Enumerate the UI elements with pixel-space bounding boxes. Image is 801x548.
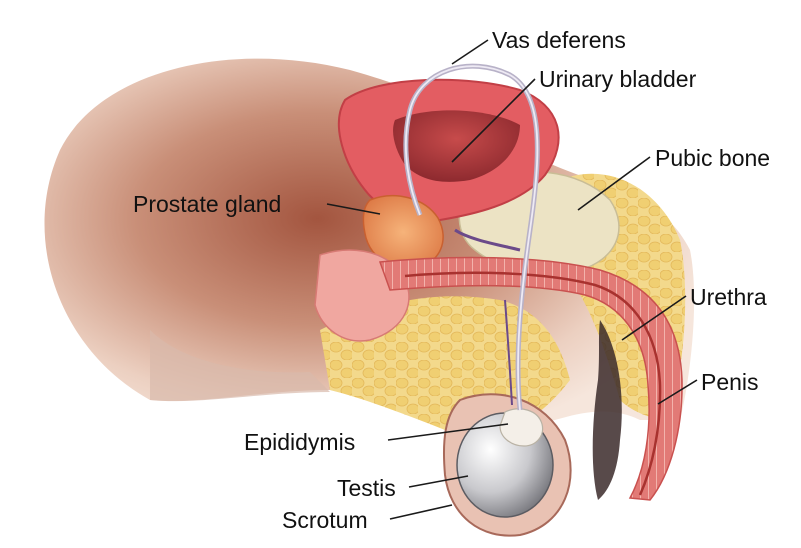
- label-prostate-gland: Prostate gland: [133, 190, 281, 218]
- label-urinary-bladder: Urinary bladder: [539, 65, 696, 93]
- label-pubic-bone: Pubic bone: [655, 144, 770, 172]
- label-testis: Testis: [337, 474, 396, 502]
- label-penis: Penis: [701, 368, 759, 396]
- label-urethra: Urethra: [690, 283, 767, 311]
- label-scrotum: Scrotum: [282, 506, 368, 534]
- leader-line-scrotum: [390, 505, 452, 519]
- leader-line-vas-deferens: [452, 40, 488, 64]
- label-epididymis: Epididymis: [244, 428, 355, 456]
- label-vas-deferens: Vas deferens: [492, 26, 626, 54]
